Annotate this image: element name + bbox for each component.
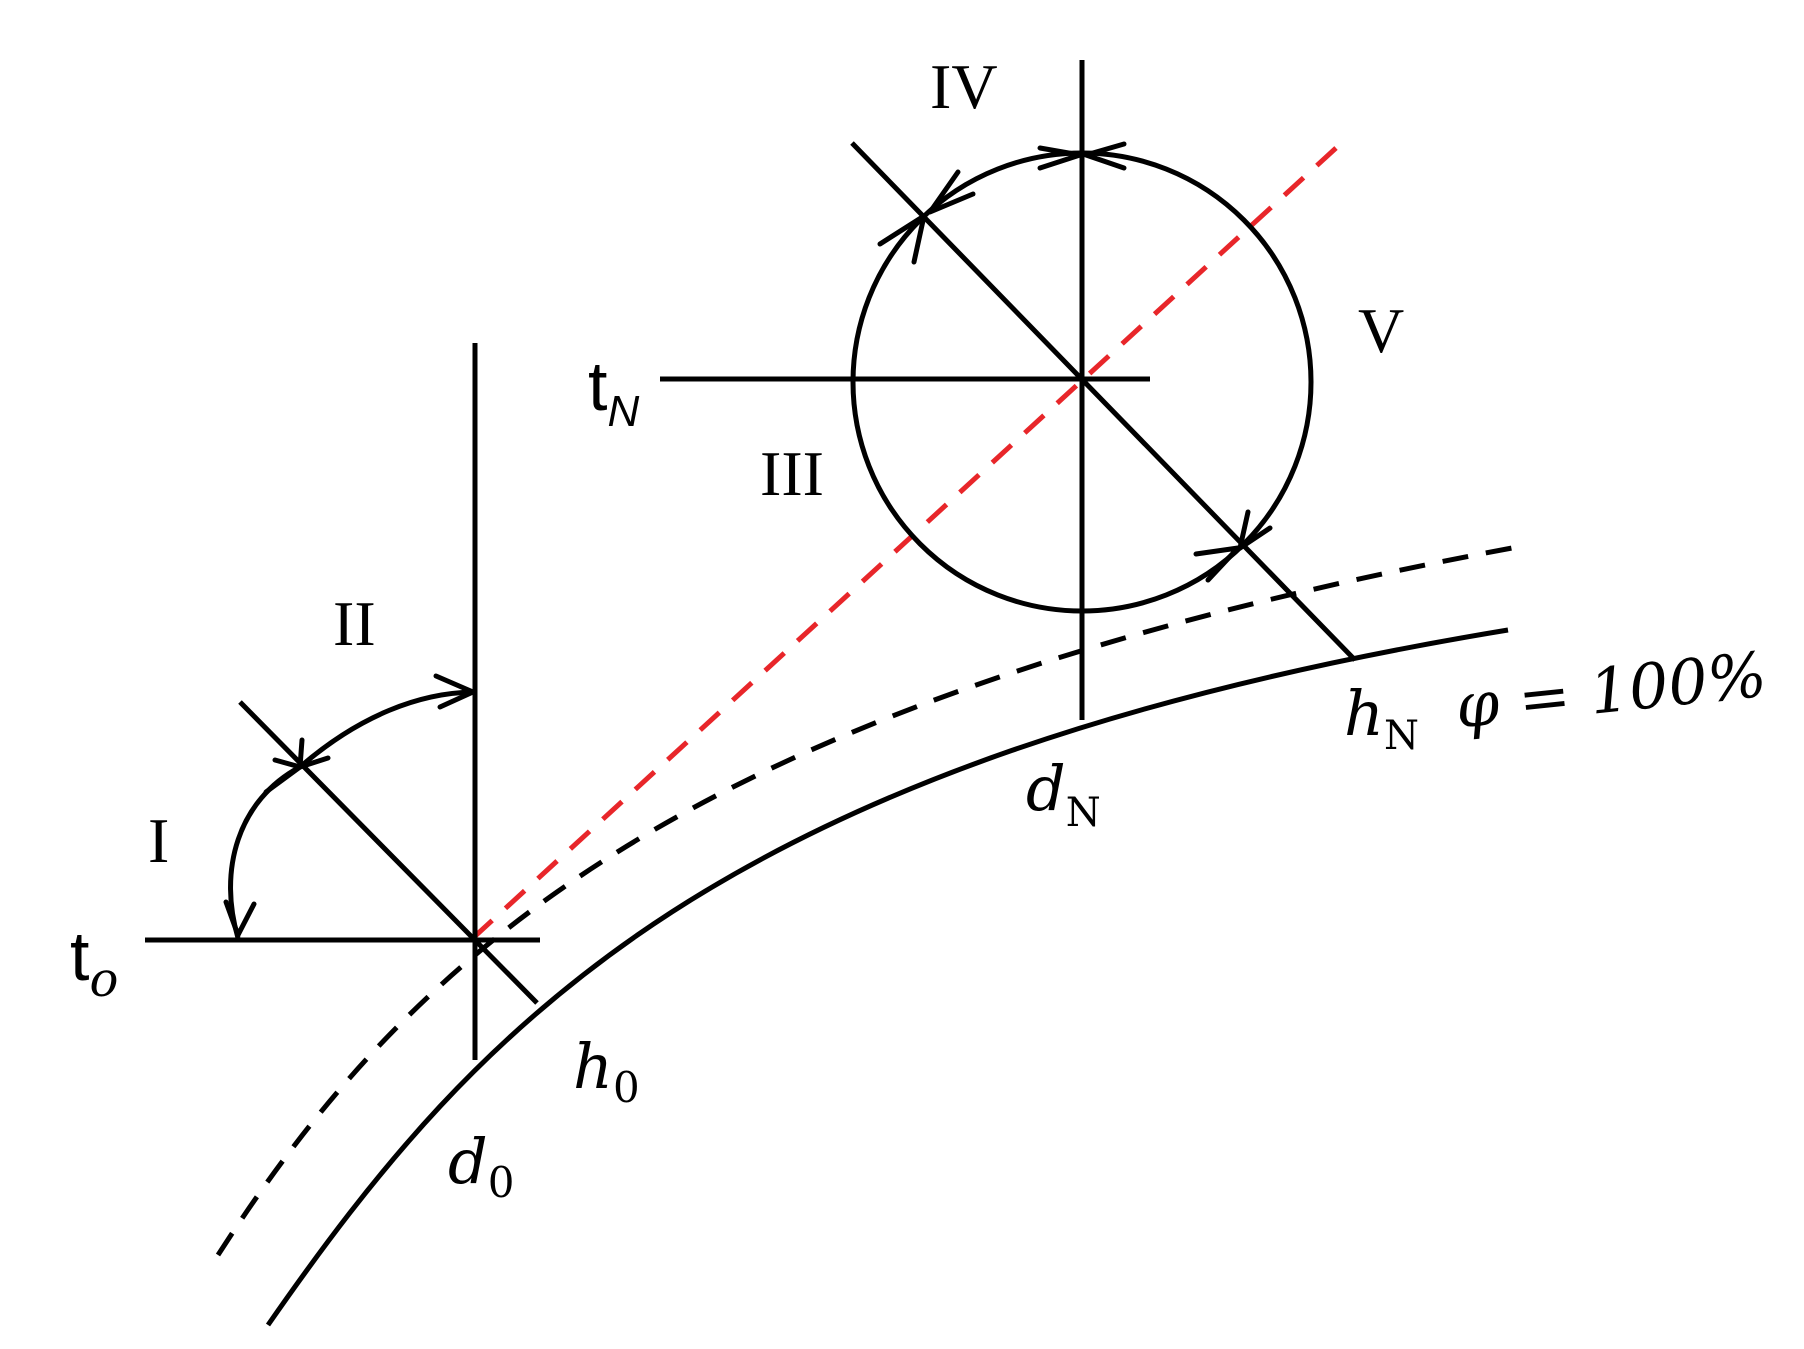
zone-III-label: III bbox=[760, 438, 824, 509]
tN-base: t bbox=[588, 347, 607, 425]
h0-enthalpy-line bbox=[238, 700, 539, 1005]
h0-subscript: 0 bbox=[613, 1063, 640, 1112]
h0-base: h bbox=[573, 1030, 613, 1103]
tN-label: tN bbox=[588, 347, 639, 436]
arrowhead-cycle-left-upper bbox=[927, 169, 976, 215]
t0-base: t bbox=[70, 917, 89, 995]
dashed-curve bbox=[215, 545, 1513, 1257]
hN-base: h bbox=[1344, 677, 1384, 750]
saturation-curve bbox=[265, 627, 1509, 1327]
dN-subscript: N bbox=[1066, 790, 1101, 836]
process-cycle-circle bbox=[850, 150, 1314, 614]
zone-IV-label: IV bbox=[930, 51, 998, 122]
d0-base: d bbox=[448, 1125, 488, 1198]
arrowhead-arc-II-left bbox=[297, 737, 331, 770]
hN-label: hN bbox=[1344, 677, 1419, 759]
arrowhead-cycle-top-left bbox=[1037, 145, 1083, 171]
red-process-line bbox=[471, 146, 1338, 940]
d0-subscript: 0 bbox=[488, 1158, 515, 1207]
zone-I-label: I bbox=[148, 805, 169, 876]
hN-enthalpy-line bbox=[850, 141, 1357, 662]
t0-label: to bbox=[70, 917, 118, 1008]
zone-II-label: II bbox=[333, 588, 376, 659]
arrowhead-cycle-upper-left bbox=[877, 213, 927, 265]
tN-subscript: N bbox=[607, 387, 639, 436]
arrowhead-arc-I-bottom bbox=[223, 899, 257, 938]
arc-II bbox=[298, 689, 474, 769]
dN-label: dN bbox=[1026, 752, 1101, 836]
h0-label: h0 bbox=[573, 1030, 640, 1112]
arrowhead-cycle-lower-left bbox=[1193, 545, 1241, 583]
t0-subscript: o bbox=[89, 952, 118, 1008]
d0-label: d0 bbox=[448, 1125, 514, 1207]
dN-base: d bbox=[1026, 752, 1066, 825]
arrowhead-cycle-top-right bbox=[1083, 141, 1127, 171]
arrowhead-arc-II-right bbox=[433, 673, 476, 710]
hN-subscript: N bbox=[1384, 713, 1419, 759]
zone-V-label: V bbox=[1358, 295, 1404, 366]
phi-saturation-label: φ = 100% bbox=[1452, 638, 1770, 743]
